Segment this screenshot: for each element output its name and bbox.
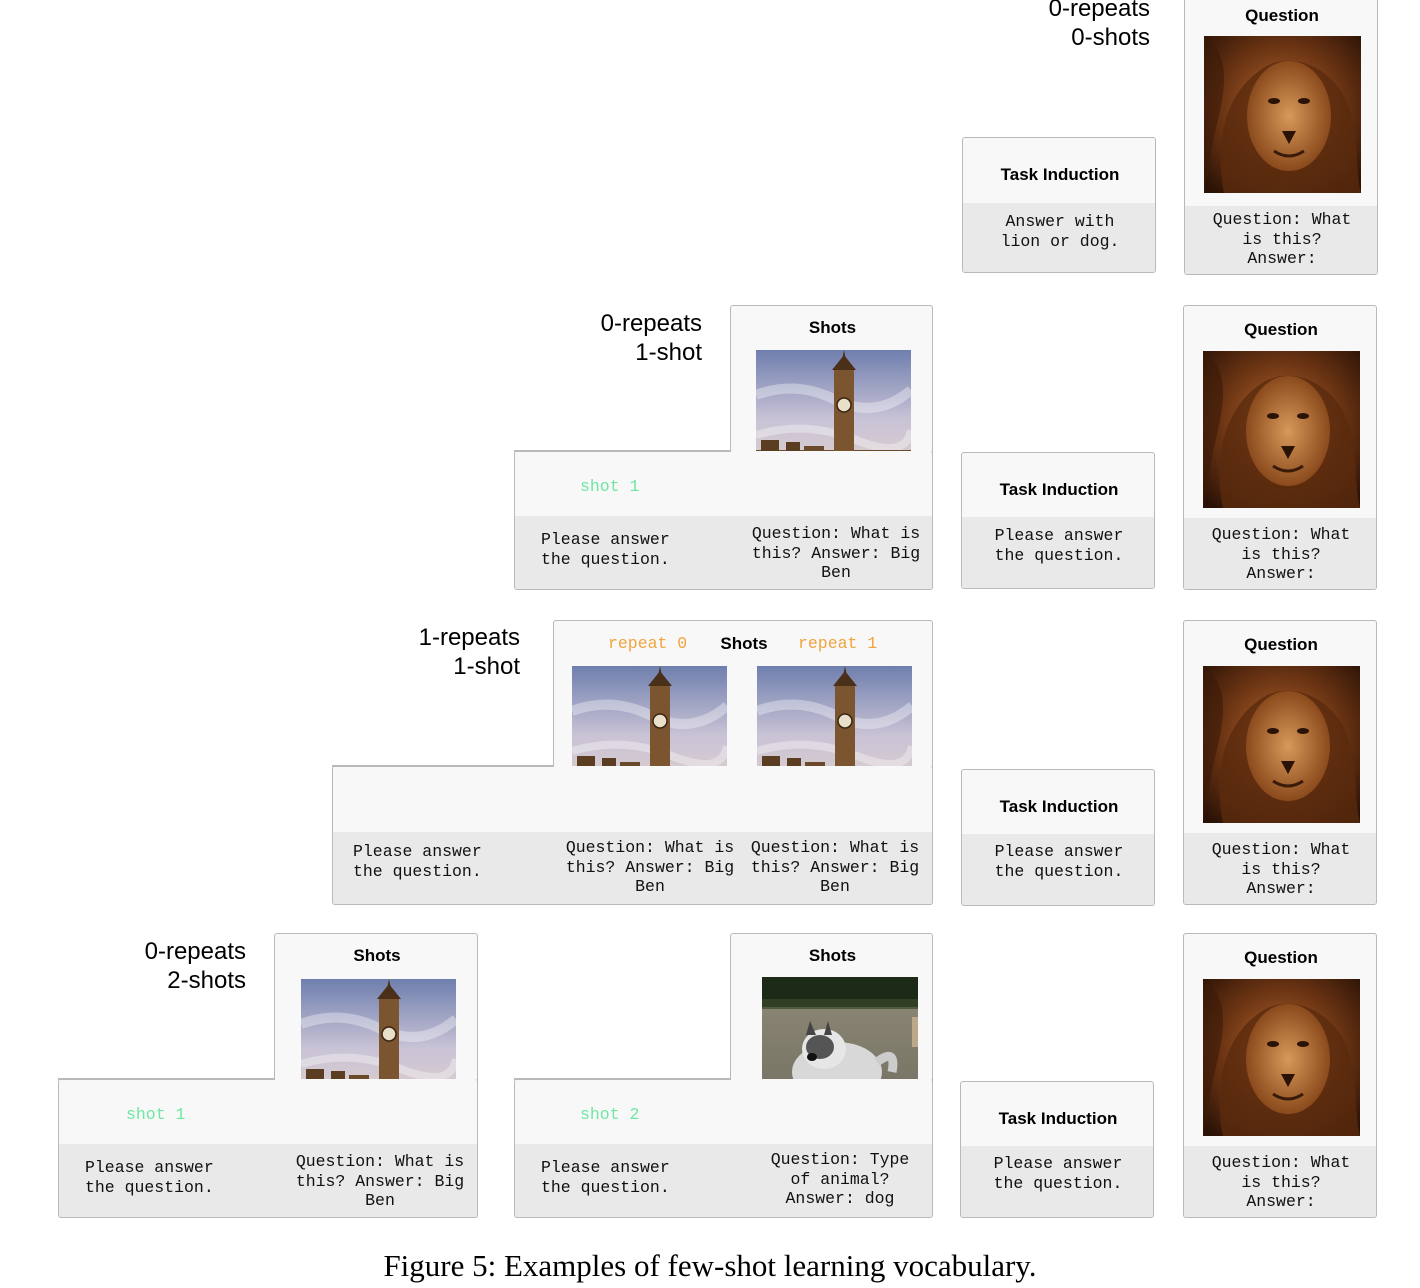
row-label-1: 0-repeats 1-shot: [600, 310, 702, 366]
shot-answer-1: Question: What is this? Answer: Big Ben: [750, 838, 920, 896]
shots-panel-row1-lower: shot 1 Please answer the question. Quest…: [514, 451, 933, 590]
question-header: Question: [1244, 635, 1318, 654]
shot-tag: shot 2: [580, 1105, 640, 1124]
lion-image: [1203, 351, 1360, 508]
lion-image: [1203, 979, 1360, 1136]
task-induction-text: Please answer the question.: [994, 526, 1124, 565]
shots-header: Shots: [720, 634, 768, 653]
repeat-tag-0: repeat 0: [608, 634, 688, 653]
big-ben-image-lower: [756, 451, 911, 505]
lion-image: [1203, 666, 1360, 823]
task-induction-text: Please answer the question.: [993, 1154, 1123, 1193]
question-prompt: Question: What is this? Answer:: [1211, 1153, 1351, 1211]
shot-instruction: Please answer the question.: [541, 530, 670, 569]
shot-answer: Question: What is this? Answer: Big Ben: [295, 1152, 465, 1210]
shots-header: Shots: [808, 318, 857, 337]
task-induction-panel-row0: Task Induction Answer with lion or dog.: [962, 137, 1156, 273]
figure-caption: Figure 5: Examples of few-shot learning …: [383, 1248, 1037, 1283]
shot-answer-0: Question: What is this? Answer: Big Ben: [565, 838, 735, 896]
question-panel-row3: Question Question: What is this? Answer:: [1183, 933, 1377, 1218]
shots-panel-row2-lower: Please answer the question. Question: Wh…: [332, 766, 933, 905]
task-induction-panel-row2: Task Induction Please answer the questio…: [961, 769, 1155, 906]
shot-tag: shot 1: [126, 1105, 186, 1124]
task-induction-panel-row1: Task Induction Please answer the questio…: [961, 452, 1155, 589]
big-ben-lower-1: [757, 766, 912, 820]
question-header: Question: [1244, 948, 1318, 967]
question-header: Question: [1244, 320, 1318, 339]
repeat-tag-1: repeat 1: [798, 634, 878, 653]
dog-lower: [762, 1079, 918, 1133]
big-ben-lower-0: [572, 766, 727, 820]
shot-tag: shot 1: [580, 477, 640, 496]
question-panel-row0: Question Question: What is this? Answer:: [1184, 0, 1378, 275]
shots-header: Shots: [808, 946, 857, 965]
task-induction-text: Answer with lion or dog.: [1000, 212, 1120, 251]
question-prompt: Question: What is this? Answer:: [1211, 525, 1351, 583]
shot-instruction: Please answer the question.: [85, 1158, 214, 1197]
lion-image: [1204, 36, 1361, 193]
shot-instruction: Please answer the question.: [353, 842, 482, 881]
shots-header: Shots: [353, 946, 401, 965]
big-ben-lower: [301, 1079, 456, 1133]
question-panel-row2: Question Question: What is this? Answer:: [1183, 620, 1377, 905]
row-label-3: 0-repeats 2-shots: [144, 938, 246, 994]
task-induction-header: Task Induction: [999, 797, 1119, 816]
shot-answer: Question: Type of animal? Answer: dog: [770, 1150, 910, 1208]
shot-answer: Question: What is this? Answer: Big Ben: [751, 524, 921, 582]
question-header: Question: [1245, 6, 1319, 25]
row-label-2: 1-repeats 1-shot: [418, 624, 520, 680]
task-induction-text: Please answer the question.: [994, 842, 1124, 881]
row-label-0: 0-repeats 0-shots: [1048, 0, 1150, 51]
task-induction-panel-row3: Task Induction Please answer the questio…: [960, 1081, 1154, 1218]
task-induction-header: Task Induction: [998, 1109, 1118, 1128]
shot-instruction: Please answer the question.: [541, 1158, 670, 1197]
shot2-panel-row3-lower: shot 2 Please answer the question. Quest…: [514, 1079, 933, 1218]
question-prompt: Question: What is this? Answer:: [1211, 840, 1351, 898]
question-prompt: Question: What is this? Answer:: [1212, 210, 1352, 268]
question-panel-row1: Question Question: What is this? Answer:: [1183, 305, 1377, 590]
shot1-panel-row3-lower: shot 1 Please answer the question. Quest…: [58, 1079, 478, 1218]
task-induction-header: Task Induction: [1000, 165, 1120, 184]
task-induction-header: Task Induction: [999, 480, 1119, 499]
